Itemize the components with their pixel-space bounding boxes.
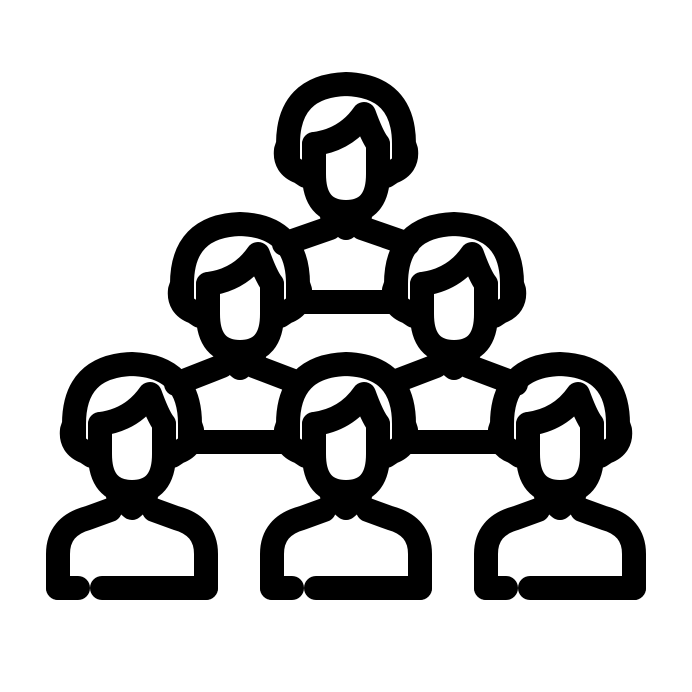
torso-bottom-left [46,498,218,600]
torso-bottom-right [474,498,646,600]
torso-bottom-center [260,498,432,600]
